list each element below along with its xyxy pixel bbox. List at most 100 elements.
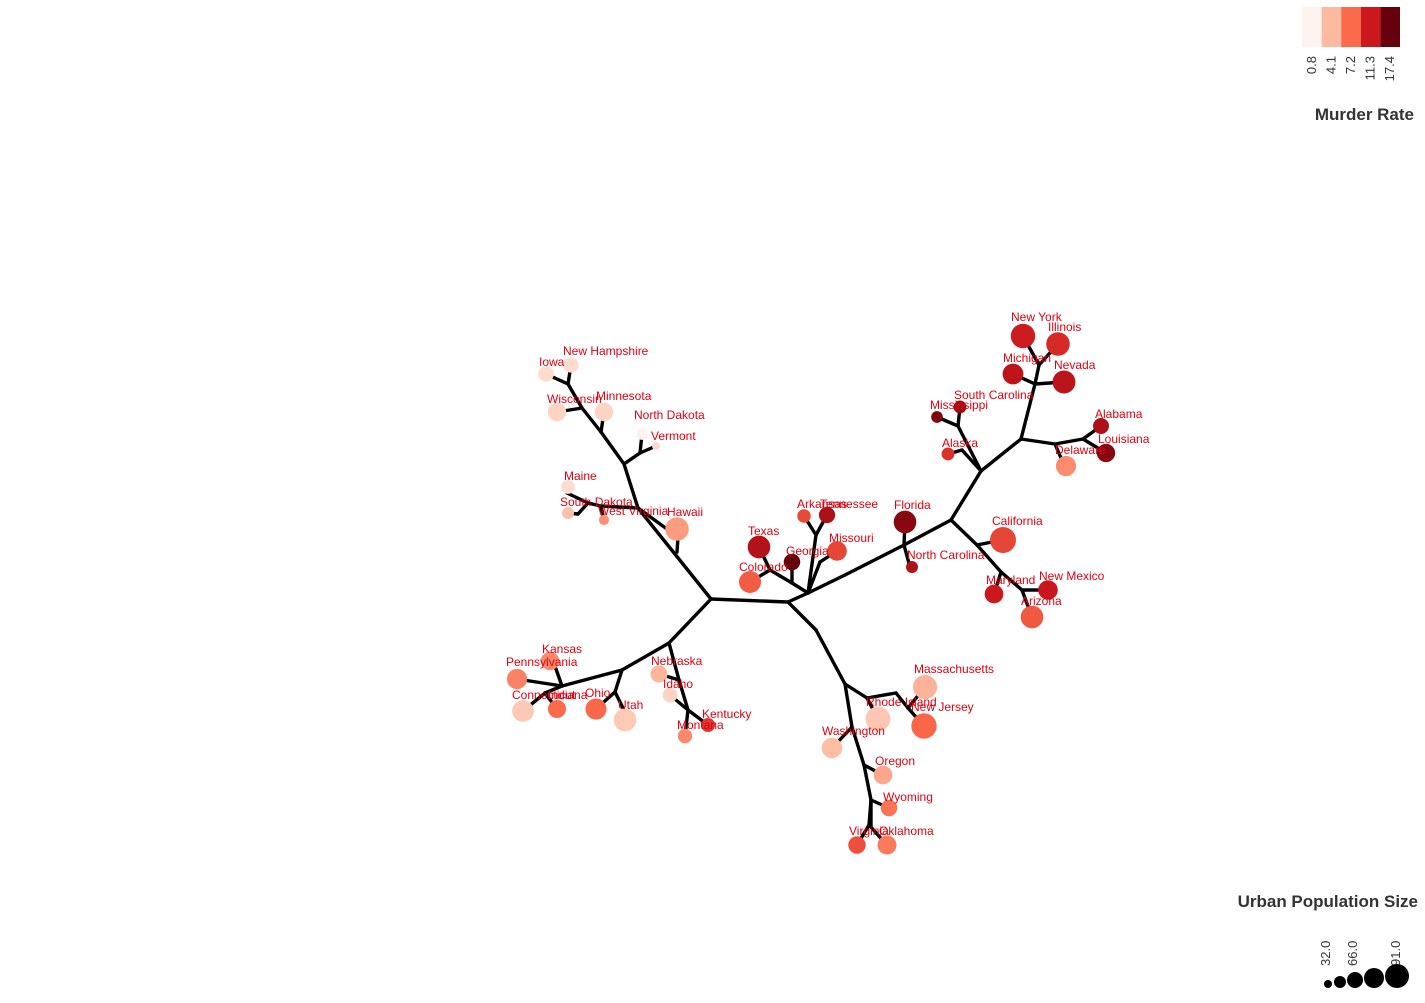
tree-edge — [709, 597, 790, 604]
urban-population-size-dot — [1324, 980, 1332, 988]
tree-edge — [667, 641, 681, 682]
tree-edge — [814, 628, 847, 686]
leaf-label-illinois: Illinois — [1048, 320, 1081, 334]
murder-rate-tick: 7.2 — [1343, 56, 1358, 74]
leaf-node-montana — [677, 728, 693, 744]
leaf-node-california — [990, 527, 1016, 553]
leaf-node-illinois — [1046, 332, 1070, 356]
leaf-label-mississippi: Mississippi — [930, 398, 988, 412]
tree-edge — [1019, 437, 1057, 446]
tree-edge — [1033, 363, 1041, 386]
tree-edge — [786, 600, 818, 632]
urban-population-size-dot — [1385, 964, 1409, 988]
tree-edge — [862, 763, 873, 802]
tree-edge — [599, 504, 640, 510]
murder-rate-tick: 17.4 — [1382, 56, 1397, 81]
tree-edge — [1053, 437, 1085, 446]
leaf-label-hawaii: Hawaii — [667, 505, 703, 519]
leaf-label-michigan: Michigan — [1003, 351, 1051, 365]
urban-population-tick: 32.0 — [1318, 941, 1333, 966]
leaf-label-ohio: Ohio — [585, 686, 611, 700]
tree-edge — [677, 678, 690, 712]
tree-edge — [960, 448, 983, 473]
leaf-label-virginia: Virginia — [849, 824, 889, 838]
leaf-label-connecticut: Connecticut — [512, 688, 576, 702]
urban-population-legend-title: Urban Population Size — [1238, 892, 1418, 911]
leaf-label-oregon: Oregon — [875, 754, 915, 768]
leaf-node-wyoming — [880, 799, 898, 817]
leaf-node-connecticut — [512, 700, 534, 722]
tree-edge — [956, 424, 983, 473]
tree-edge — [865, 691, 898, 700]
tree-edge — [580, 406, 603, 434]
leaf-label-pennsylvania: Pennsylvania — [506, 655, 578, 669]
leaf-node-mississippi — [931, 411, 943, 423]
leaf-node-texas — [747, 535, 771, 559]
tree-leaf-nodes — [506, 323, 1116, 855]
tree-edge — [565, 491, 590, 505]
leaf-node-kentucky — [700, 717, 716, 733]
leaf-label-west-virginia: West Virginia — [598, 504, 669, 518]
leaf-node-south-carolina — [953, 400, 967, 414]
leaf-node-west-virginia — [598, 514, 610, 526]
leaf-label-south-dakota: South Dakota — [560, 495, 633, 509]
leaf-label-missouri: Missouri — [829, 531, 874, 545]
leaf-node-georgia — [783, 553, 801, 571]
tree-edge — [586, 501, 603, 508]
leaf-label-texas: Texas — [748, 524, 779, 538]
leaf-node-virginia — [848, 836, 866, 854]
tree-edge — [949, 518, 979, 547]
tree-edge — [894, 691, 910, 710]
leaf-label-north-carolina: North Carolina — [907, 548, 985, 562]
tree-edge — [768, 568, 794, 585]
leaf-node-kansas — [540, 651, 560, 671]
murder-rate-tick: 4.1 — [1323, 56, 1338, 74]
leaf-node-utah — [613, 708, 637, 732]
leaf-node-indiana — [547, 699, 567, 719]
tree-edge — [622, 451, 642, 466]
leaf-label-new-york: New York — [1011, 310, 1063, 324]
leaf-node-ohio — [585, 698, 607, 720]
leaf-label-rhode-island: Rhode Island — [866, 695, 937, 709]
tree-edge — [560, 668, 624, 688]
leaf-node-north-dakota — [636, 428, 648, 440]
leaf-node-maryland — [984, 584, 1004, 604]
tree-edge — [786, 591, 810, 604]
tree-edge — [613, 690, 626, 712]
murder-rate-tick: 11.3 — [1363, 56, 1378, 80]
leaf-label-delaware: Delaware — [1055, 443, 1106, 457]
tree-edge — [622, 462, 640, 510]
leaf-node-arizona — [1020, 605, 1044, 629]
tree-edge — [1019, 382, 1037, 441]
leaf-label-arkansas: Arkansas — [797, 497, 847, 511]
leaf-node-north-carolina — [906, 561, 918, 573]
leaf-node-new-york — [1010, 323, 1036, 349]
leaf-label-new-jersey: New Jersey — [911, 700, 974, 714]
tree-edge — [949, 469, 983, 522]
leaf-node-louisiana — [1096, 443, 1116, 463]
leaf-label-california: California — [992, 514, 1043, 528]
murder-rate-swatch — [1302, 7, 1322, 47]
tree-edge — [667, 597, 713, 645]
leaf-node-rhode-island — [865, 706, 891, 732]
tree-edge — [806, 573, 847, 595]
murder-rate-swatch — [1360, 7, 1381, 47]
leaf-label-minnesota: Minnesota — [596, 389, 652, 403]
tree-edge — [850, 725, 866, 767]
tree-edge — [979, 437, 1023, 473]
leaf-label-oklahoma: Oklahoma — [879, 824, 934, 838]
leaf-node-maine — [561, 480, 575, 494]
tree-edge — [576, 501, 590, 516]
tree-edge — [806, 560, 822, 595]
leaf-label-washington: Washington — [822, 724, 885, 738]
leaf-label-maryland: Maryland — [986, 573, 1035, 587]
leaf-node-idaho — [662, 687, 678, 703]
tree-edge — [613, 668, 624, 694]
tree-edge — [543, 684, 564, 695]
murder-rate-swatch — [1341, 7, 1361, 47]
leaf-label-nebraska: Nebraska — [651, 654, 703, 668]
leaf-label-arizona: Arizona — [1021, 594, 1062, 608]
leaf-label-utah: Utah — [618, 698, 643, 712]
